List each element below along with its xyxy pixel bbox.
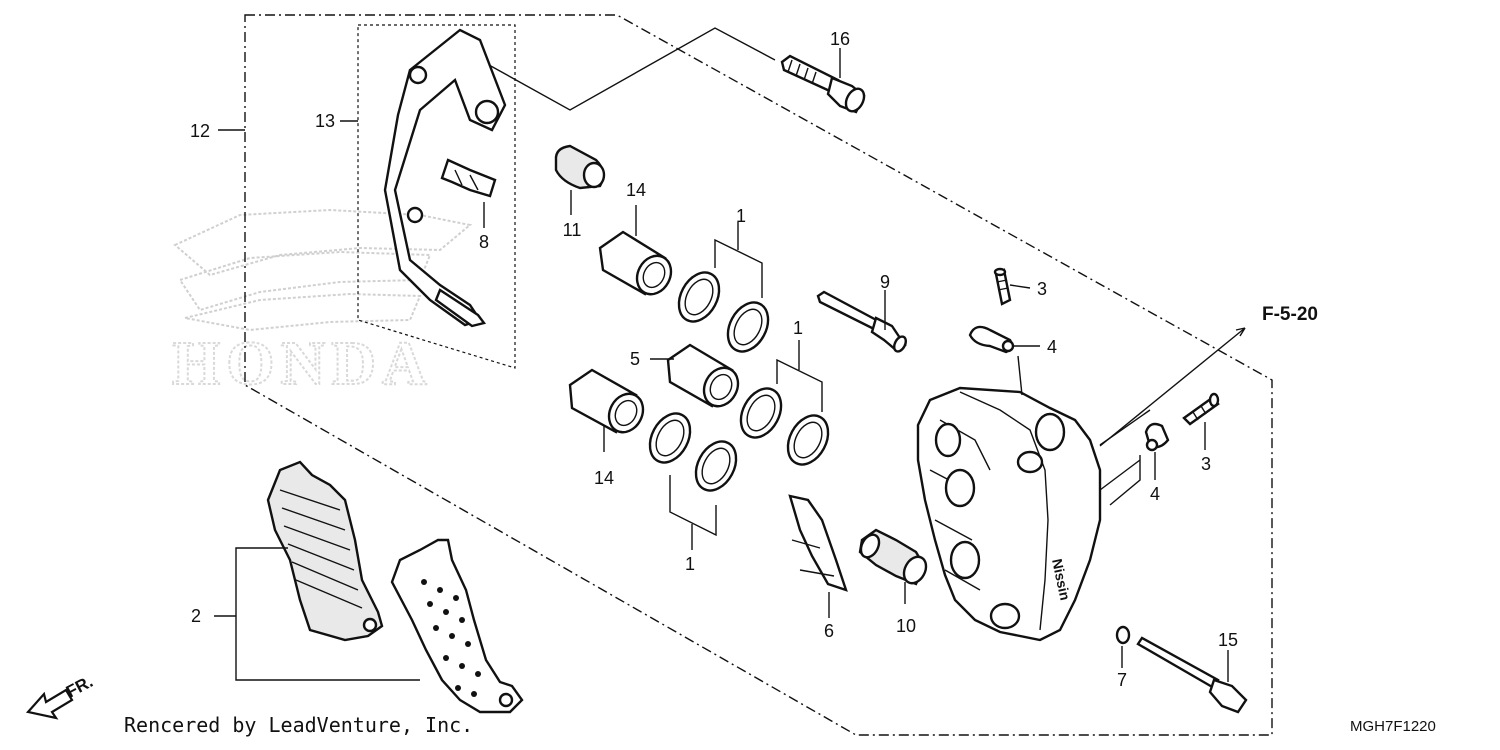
render-credit: Rencered by LeadVenture, Inc. <box>124 713 473 737</box>
callout-3-lower: 3 <box>1201 454 1211 474</box>
callout-1-lower: 1 <box>685 554 695 574</box>
callout-11: 11 <box>563 220 582 240</box>
callout-4-lower: 4 <box>1150 484 1160 504</box>
pad-set-bracket <box>235 547 420 681</box>
piston-middle <box>666 343 740 408</box>
mounting-bolt <box>780 54 866 114</box>
callout-7: 7 <box>1117 670 1127 690</box>
pad-spring <box>788 494 848 592</box>
callout-9: 9 <box>880 272 890 292</box>
honda-wing-watermark: HONDA <box>171 208 473 399</box>
reference-label: F-5-20 <box>1262 304 1318 325</box>
callout-2: 2 <box>191 606 201 626</box>
callout-10: 10 <box>896 616 916 636</box>
piston-seal-set-upper <box>677 271 770 353</box>
callout-4-upper: 4 <box>1047 337 1057 357</box>
pad-pin <box>858 528 928 586</box>
callout-1-middle: 1 <box>793 318 803 338</box>
callout-labels: 1 1 1 2 3 3 4 4 5 6 7 8 9 10 11 12 13 14… <box>190 29 1238 690</box>
bracket-assembly-outline <box>357 24 516 369</box>
brake-pad-rear <box>390 538 524 714</box>
front-direction-arrow: FR. <box>25 672 96 720</box>
callout-14-upper: 14 <box>626 180 646 200</box>
piston-lower <box>568 368 645 434</box>
callout-14-lower: 14 <box>594 468 614 488</box>
callout-12: 12 <box>190 121 210 141</box>
slide-pin-boot <box>554 144 606 190</box>
bleeder-cap-upper <box>968 325 1015 354</box>
callout-1-upper: 1 <box>736 206 746 226</box>
hanger-pin <box>1136 636 1248 714</box>
callout-leaders <box>214 48 1246 682</box>
callout-16: 16 <box>830 29 850 49</box>
brake-pad-front <box>266 460 384 642</box>
piston-upper <box>598 230 673 296</box>
slide-pin-bolt <box>816 290 907 353</box>
callout-15: 15 <box>1218 630 1238 650</box>
bleeder-cap-lower <box>1144 422 1170 452</box>
honda-watermark-text: HONDA <box>172 330 433 398</box>
diagram-code: MGH7F1220 <box>1350 718 1436 735</box>
bleeder-screw-upper <box>993 267 1012 306</box>
piston-seal-set-middle <box>739 387 830 466</box>
caliper-body: Nissin <box>916 386 1102 642</box>
washer <box>1115 625 1131 645</box>
caliper-bracket <box>383 28 507 328</box>
seal-upper-leader <box>714 222 763 298</box>
callout-6: 6 <box>824 621 834 641</box>
callout-13: 13 <box>315 111 335 131</box>
bleeder-screw-lower <box>1182 392 1220 426</box>
seal-middle-leader <box>776 340 823 412</box>
seal-lower-leader <box>669 475 717 550</box>
callout-8: 8 <box>479 232 489 252</box>
piston-seal-set-lower <box>648 412 738 492</box>
callout-3-upper: 3 <box>1037 279 1047 299</box>
pad-retainer-clip <box>440 158 497 198</box>
bolt-leader-line <box>479 27 776 111</box>
callout-5: 5 <box>630 349 640 369</box>
